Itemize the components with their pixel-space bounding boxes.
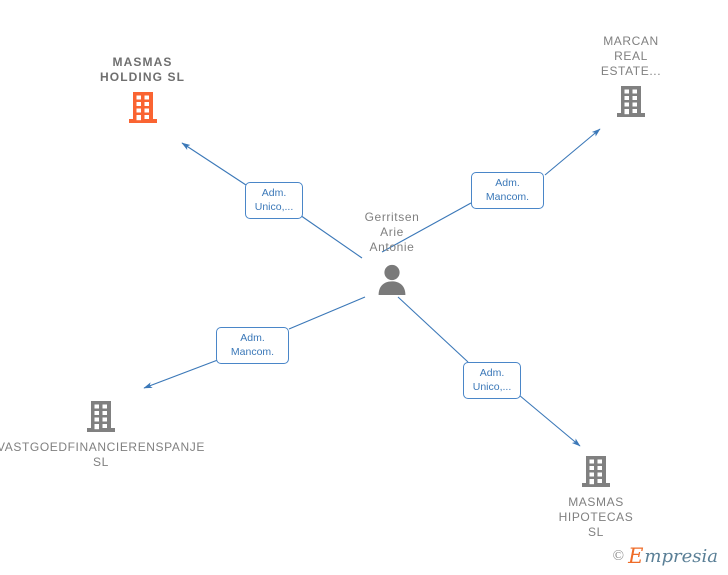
node-marcan-real-estate[interactable]: MARCAN REAL ESTATE... <box>586 34 676 119</box>
node-label-masmas-holding: MASMAS HOLDING SL <box>100 55 185 84</box>
watermark-empresia: © E mpresia <box>613 546 718 567</box>
person-icon <box>378 264 406 295</box>
copyright-icon: © <box>612 548 625 564</box>
edge-label-masmas-hipotecas[interactable]: Adm. Unico,... <box>463 362 521 399</box>
building-icon <box>617 86 645 117</box>
edge-label-marcan-real-estate[interactable]: Adm. Mancom. <box>471 172 544 209</box>
node-label-marcan-real-estate: MARCAN REAL ESTATE... <box>600 34 662 78</box>
building-icon <box>582 456 610 487</box>
node-label-vastgoedfinancierenspanje: VASTGOEDFINANCIERENSPANJE SL <box>0 440 205 469</box>
node-vastgoedfinancierenspanje[interactable]: VASTGOEDFINANCIERENSPANJE SL <box>0 400 211 470</box>
watermark-brand-initial: E <box>628 544 644 568</box>
node-masmas-hipotecas[interactable]: MASMAS HIPOTECAS SL <box>550 455 642 540</box>
node-person-gerritsen[interactable]: Gerritsen Arie Antonie <box>337 210 447 296</box>
edge-label-masmas-holding[interactable]: Adm. Unico,... <box>245 182 303 219</box>
building-icon <box>128 92 157 123</box>
node-masmas-holding[interactable]: MASMAS HOLDING SL <box>75 55 210 125</box>
watermark-brand-name: mpresia <box>644 545 718 567</box>
edge-label-vastgoedfinancierenspanje[interactable]: Adm. Mancom. <box>216 327 289 364</box>
node-label-person-gerritsen: Gerritsen Arie Antonie <box>364 210 420 254</box>
node-label-masmas-hipotecas: MASMAS HIPOTECAS SL <box>558 495 634 539</box>
building-icon <box>87 401 115 432</box>
